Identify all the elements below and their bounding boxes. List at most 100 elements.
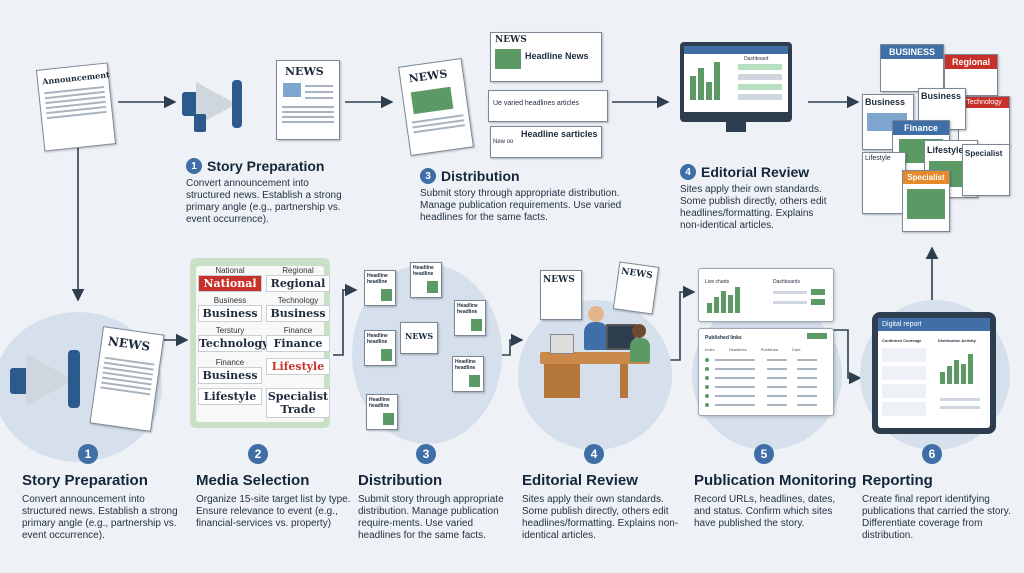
desk-news-2: NEWS	[620, 266, 654, 282]
step-desc-1: Convert announcement into structured new…	[22, 494, 178, 541]
report-section-1: Confirmed Coverage	[882, 338, 922, 343]
megaphone-icon	[182, 78, 248, 134]
headline-doc: Headline headline	[366, 394, 398, 430]
monitor-table-row	[705, 393, 829, 399]
step-badge-6: 6	[922, 444, 942, 464]
step-desc-4: Sites apply their own standards. Some pu…	[522, 494, 679, 541]
col-headlines: Headlines	[728, 347, 747, 352]
top-step-3: 3 Distribution Submit story through appr…	[420, 168, 650, 224]
step-badge-4: 4	[584, 444, 604, 464]
media-outlet-label: Business	[266, 305, 330, 322]
top-step-4: 4 Editorial Review Sites apply their own…	[680, 164, 840, 232]
top-step-1: 1 Story Preparation Convert announcement…	[186, 158, 376, 226]
media-outlet-label: Business	[198, 305, 262, 322]
top-step-3-title: Distribution	[441, 168, 520, 184]
desk-news-1: NEWS	[543, 275, 575, 285]
media-outlet-label: Finance	[266, 335, 330, 352]
media-type-label: Finance	[215, 358, 245, 367]
dist-doc-1: NEWS Headline News	[490, 32, 602, 82]
media-cell: Specialist Trade	[266, 388, 330, 418]
monitor-table-screen: Published links Index Headlines Publishe…	[698, 328, 834, 416]
news-document: NEWS	[276, 60, 340, 140]
pub-tag-lifestyle-2: Lifestyle	[927, 145, 964, 155]
step-badge-2: 2	[248, 444, 268, 464]
media-outlet-label: Regional	[266, 275, 330, 292]
monitor-table-row	[705, 402, 829, 408]
col-published: Published	[760, 347, 779, 352]
media-outlet-label: Specialist Trade	[266, 388, 330, 418]
headline-doc: Headline headline	[452, 356, 484, 392]
dist-doc-3: New oo Headline sarticles	[490, 126, 602, 158]
headline-doc-label: Headline headline	[455, 359, 476, 371]
pub-tag-business: BUSINESS	[881, 45, 943, 59]
announcement-document: Announcement	[35, 62, 117, 152]
step-badge-1: 1	[78, 444, 98, 464]
media-type-label: Business	[213, 296, 247, 305]
headline-doc: Headline headline	[364, 270, 396, 306]
monitor-chart-title: Live charts	[705, 279, 730, 285]
publications-collage: BUSINESS Regional Business Technology Bu…	[862, 40, 1012, 240]
media-outlet-label: National	[198, 275, 262, 292]
step-desc-2: Organize 15-site target list by type. En…	[196, 494, 351, 529]
arrow-b-2-3	[333, 283, 358, 356]
step-title-3: Distribution	[358, 472, 443, 489]
hub-news: NEWS	[400, 322, 438, 354]
top-step-1-badge: 1	[186, 158, 202, 174]
announcement-label: Announcement	[41, 69, 111, 87]
editorial-monitor: Dashboard	[680, 42, 792, 132]
pub-tag-technology: Technology	[959, 97, 1009, 108]
media-cell: Lifestyle	[266, 358, 330, 375]
headline-doc-label: Headline headline	[457, 303, 478, 315]
media-outlet-label: Lifestyle	[266, 358, 330, 375]
step-badge-3: 3	[416, 444, 436, 464]
news-stack: NEWS	[398, 57, 474, 157]
step-desc-5: Record URLs, headlines, dates, and statu…	[694, 494, 836, 529]
top-step-1-title: Story Preparation	[207, 158, 325, 174]
headline-doc: Headline headline	[364, 330, 396, 366]
media-type-label: Finance	[283, 326, 313, 335]
arrow-b-5-6	[833, 329, 862, 385]
dist-headline-1: Headline News	[525, 51, 589, 61]
pub-tag-business-3: Business	[921, 91, 962, 101]
media-type-label: Terstury	[215, 326, 245, 335]
headline-doc: Headline headline	[410, 262, 442, 298]
news-bottom-label: NEWS	[107, 334, 151, 354]
editorial-desk: NEWS NEWS	[520, 261, 670, 412]
monitor-table-row	[705, 366, 829, 372]
top-step-4-badge: 4	[680, 164, 696, 180]
news-stack-label: NEWS	[407, 67, 449, 86]
media-cell: Lifestyle	[198, 388, 262, 405]
dist-doc-1-news: NEWS	[495, 35, 527, 45]
col-date: Date	[792, 347, 801, 352]
step-desc-3: Submit story through appropriate distrib…	[358, 494, 504, 541]
arrow-b-3-4	[496, 333, 524, 356]
monitor-table-title: Published links	[705, 335, 742, 341]
media-outlet-label: Technology	[198, 335, 269, 352]
step-title-4: Editorial Review	[522, 472, 638, 489]
top-step-4-desc: Sites apply their own standards. Some pu…	[680, 184, 827, 231]
megaphone-icon-bottom	[10, 350, 90, 410]
monitor-table-row	[705, 384, 829, 390]
monitor-table-row	[705, 357, 829, 363]
step-title-6: Reporting	[862, 472, 933, 489]
media-type-label: National	[215, 266, 245, 275]
pub-tag-regional: Regional	[945, 55, 997, 69]
digital-report-tablet: Digital report Confirmed Coverage Distri…	[872, 312, 996, 434]
top-step-4-title: Editorial Review	[701, 164, 810, 180]
monitor-table-row	[705, 375, 829, 381]
headline-doc-label: Headline headline	[367, 273, 388, 285]
pub-tag-specialist-2: Specialist	[903, 171, 949, 184]
col-index: Index	[705, 347, 715, 352]
pub-tag-lifestyle: Lifestyle	[865, 155, 891, 162]
hub-news-label: NEWS	[405, 331, 434, 341]
media-type-label: Regional	[282, 266, 314, 275]
top-step-3-desc: Submit story through appropriate distrib…	[420, 188, 622, 223]
dist-headline-3: Headline sarticles	[521, 129, 598, 139]
step-badge-5: 5	[754, 444, 774, 464]
